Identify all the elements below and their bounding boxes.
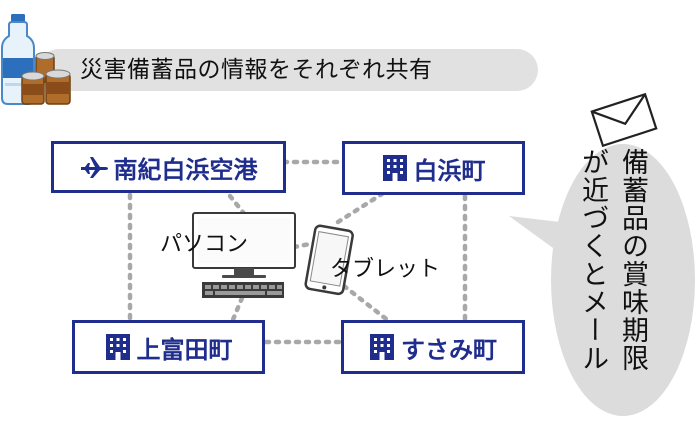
tablet-icon xyxy=(304,224,354,296)
airplane-icon xyxy=(80,155,108,179)
location-kamitonda-label: 上富田町 xyxy=(136,335,233,364)
desktop-computer-icon xyxy=(192,212,296,298)
location-shirahama-label: 白浜町 xyxy=(413,156,486,185)
building-icon xyxy=(382,154,408,182)
location-airport: 南紀白浜空港 xyxy=(51,141,286,193)
building-icon xyxy=(369,333,395,361)
header-title: 災害備蓄品の情報をそれぞれ共有 xyxy=(80,57,433,83)
header-pill xyxy=(38,49,538,91)
building-icon xyxy=(105,333,131,361)
location-shirahama: 白浜町 xyxy=(342,141,525,195)
location-airport-label: 南紀白浜空港 xyxy=(113,155,258,184)
supplies-icon xyxy=(1,14,71,105)
pc-label: パソコン xyxy=(160,232,249,257)
bubble-line-2: が近づくとメール xyxy=(577,148,608,372)
speech-bubble xyxy=(509,144,695,416)
location-kamitonda: 上富田町 xyxy=(72,320,265,374)
tablet-label: タブレット xyxy=(330,257,441,282)
location-susami-label: すさみ町 xyxy=(401,335,497,364)
bubble-line-1: 備蓄品の賞味期限 xyxy=(617,148,648,372)
envelope-icon xyxy=(590,92,658,148)
location-susami: すさみ町 xyxy=(341,320,525,374)
